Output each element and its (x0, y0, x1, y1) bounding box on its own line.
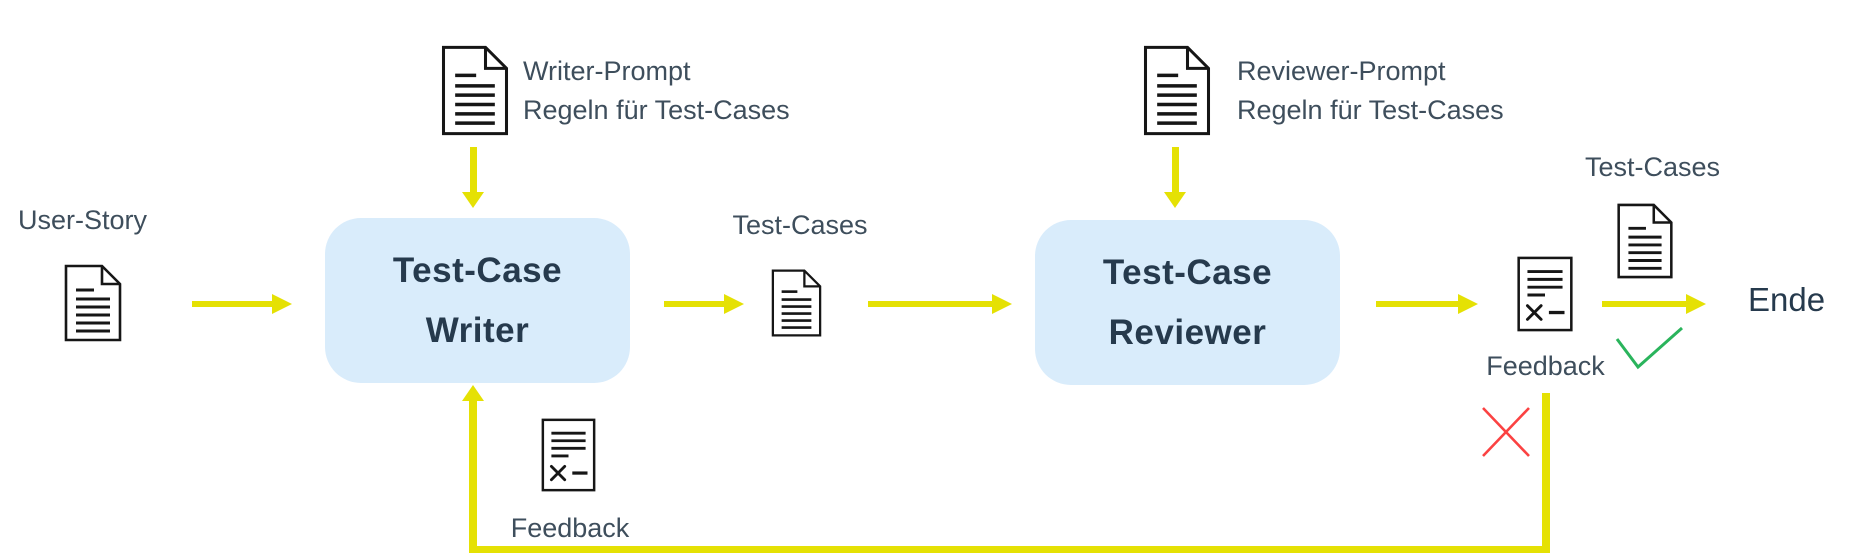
feedback-loop-up-segment (469, 400, 477, 550)
arrow-test-cases-to-reviewer (868, 294, 1012, 314)
user-story-label: User-Story (18, 205, 148, 235)
writer-box-line1: Test-Case (392, 250, 563, 290)
reviewer-prompt-document-icon (1142, 43, 1212, 138)
feedback-loop-arrowhead (462, 385, 484, 401)
feedback-loop-document-icon (540, 417, 597, 493)
writer-prompt-title: Writer-Prompt (523, 56, 691, 86)
feedback-out-label: Feedback (1486, 351, 1605, 381)
feedback-loop-down-segment (1542, 393, 1550, 551)
test-cases-final-label: Test-Cases (1584, 152, 1721, 182)
arrow-user-story-to-writer (192, 294, 292, 314)
writer-prompt-document-icon (440, 43, 510, 138)
test-cases-mid-document-icon (770, 268, 823, 338)
cross-icon (1480, 405, 1532, 464)
reviewer-prompt-title: Reviewer-Prompt (1237, 56, 1446, 86)
arrow-feedback-to-ende (1602, 294, 1706, 314)
reviewer-box-line2: Reviewer (1108, 312, 1267, 352)
reviewer-prompt-text: Reviewer-Prompt Regeln für Test-Cases (1237, 52, 1504, 130)
feedback-loop-bottom-segment (469, 546, 1550, 553)
user-story-document-icon (63, 263, 123, 343)
arrow-writer-to-test-cases (664, 294, 744, 314)
test-case-reviewer-node: Test-Case Reviewer (1035, 220, 1340, 385)
feedback-loop-label: Feedback (510, 513, 630, 543)
test-cases-mid-label: Test-Cases (732, 210, 868, 240)
test-case-writer-node: Test-Case Writer (325, 218, 630, 383)
reviewer-box-line1: Test-Case (1102, 252, 1273, 292)
writer-prompt-text: Writer-Prompt Regeln für Test-Cases (523, 52, 790, 130)
feedback-document-icon (1515, 255, 1575, 333)
arrow-reviewer-prompt-to-reviewer (1164, 147, 1186, 208)
test-cases-final-document-icon (1615, 202, 1675, 280)
writer-box-line2: Writer (425, 310, 530, 350)
writer-prompt-subtitle: Regeln für Test-Cases (523, 95, 790, 125)
check-icon (1613, 324, 1685, 377)
arrow-reviewer-to-feedback (1376, 294, 1478, 314)
arrow-writer-prompt-to-writer (462, 147, 484, 208)
reviewer-prompt-subtitle: Regeln für Test-Cases (1237, 95, 1504, 125)
ende-label: Ende (1748, 281, 1826, 318)
